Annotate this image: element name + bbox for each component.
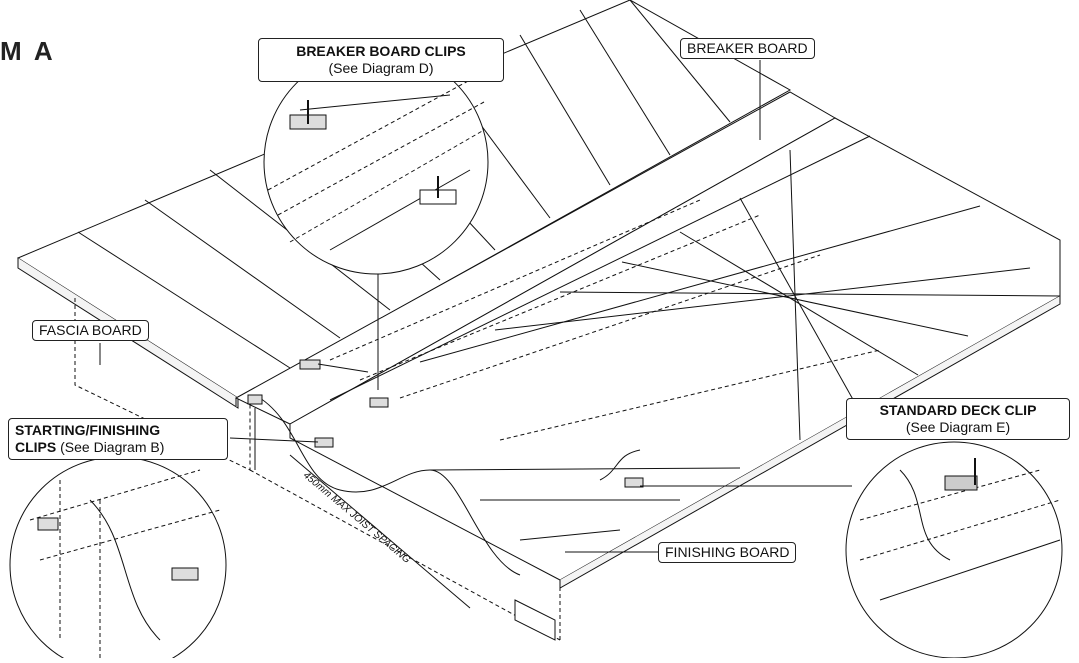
breaker-board-clips-callout: BREAKER BOARD CLIPS (See Diagram D) xyxy=(258,38,504,82)
leader-lines xyxy=(99,60,852,609)
lower-deck-boards xyxy=(289,117,1061,589)
page-heading-fragment: M A xyxy=(0,36,56,66)
clip-markers xyxy=(247,359,644,488)
fascia-board-callout: FASCIA BOARD xyxy=(32,320,149,341)
standard-deck-clip-title: STANDARD DECK CLIP xyxy=(879,402,1037,418)
breaker-board-clips-title: BREAKER BOARD CLIPS xyxy=(296,43,466,59)
starting-clips-note: (See Diagram B) xyxy=(60,439,165,455)
starting-clips-title-line1: STARTING/FINISHING xyxy=(15,422,161,438)
finishing-board-callout: FINISHING BOARD xyxy=(658,542,797,563)
detail-circle-breaker-clips xyxy=(263,49,489,275)
starting-finishing-clips-callout: STARTING/FINISHING CLIPS (See Diagram B) xyxy=(8,418,228,460)
standard-deck-clip-callout: STANDARD DECK CLIP (See Diagram E) xyxy=(846,398,1070,440)
standard-deck-clip-note: (See Diagram E) xyxy=(905,419,1011,435)
breaker-board-clips-note: (See Diagram D) xyxy=(328,60,434,76)
detail-circle-standard-clip xyxy=(845,441,1063,659)
starting-clips-title-line2: CLIPS xyxy=(15,439,57,455)
breaker-board-callout: BREAKER BOARD xyxy=(680,38,815,59)
detail-circle-starting-clips xyxy=(9,456,227,663)
